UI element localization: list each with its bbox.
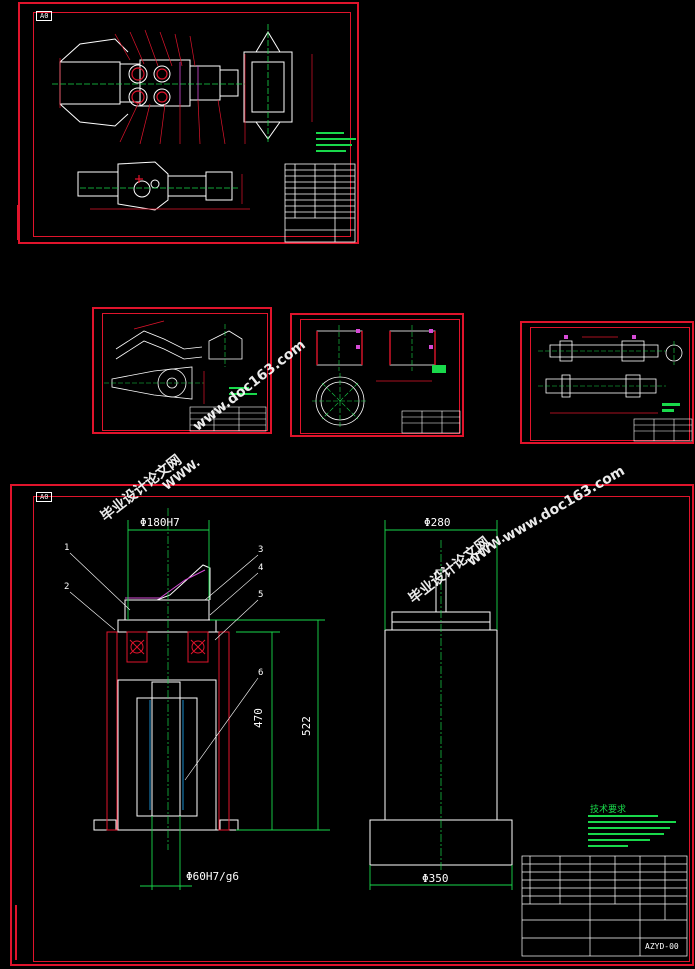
sheet-inner-frame <box>102 313 268 431</box>
dim-bore-bottom-left: Φ60H7/g6 <box>186 870 239 883</box>
balloon-3: 3 <box>258 545 264 555</box>
dim-height-outer: 522 <box>300 716 313 736</box>
dim-height-inner: 470 <box>252 708 265 728</box>
balloon-1: 1 <box>64 543 70 553</box>
dim-diameter-bottom-right: Φ350 <box>422 872 449 885</box>
sheet-inner-frame <box>530 327 690 441</box>
sheet-size-tag: A0 <box>36 492 53 502</box>
balloon-2: 2 <box>64 582 70 592</box>
part-3-drawing <box>538 335 693 442</box>
dim-bore-top-left: Φ180H7 <box>140 516 180 529</box>
part-1-drawing <box>104 320 267 432</box>
part-sheet-2 <box>290 313 464 437</box>
sheet-inner-frame <box>33 496 690 962</box>
technical-requirements-title: 技术要求 <box>590 805 627 815</box>
part-2-drawing <box>312 325 461 434</box>
balloon-4: 4 <box>258 563 264 573</box>
assembly-top-drawing <box>52 24 356 243</box>
sheet-inner-frame <box>300 319 460 434</box>
assembly-sheet-top: A0 <box>18 2 359 244</box>
part-sheet-1 <box>92 307 272 434</box>
main-assembly-sheet: A0 <box>10 484 694 966</box>
balloon-5: 5 <box>258 590 264 600</box>
part-sheet-3 <box>520 321 694 444</box>
balloon-6: 6 <box>258 668 264 678</box>
sheet-size-tag: A0 <box>36 11 53 21</box>
drawing-number: AZYD-00 <box>645 942 679 951</box>
sheet-inner-frame <box>33 12 351 237</box>
dim-diameter-top-right: Φ280 <box>424 516 451 529</box>
